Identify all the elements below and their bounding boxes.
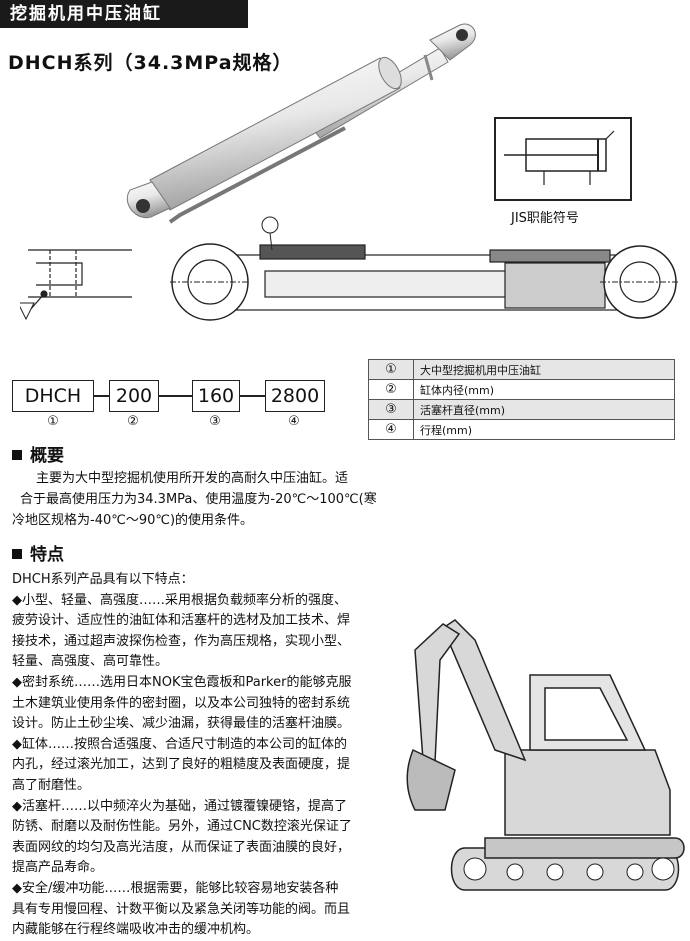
feature-line: 防锈、耐磨以及耐伤性能。另外，通过CNC数控滚光保证了 bbox=[12, 819, 352, 835]
model-code-legend-table: ① 大中型挖掘机用中压油缸 ② 缸体内径(mm) ③ 活塞杆直径(mm) ④ 行… bbox=[368, 359, 675, 440]
series-title: DHCH系列（34.3MPa规格） bbox=[8, 52, 293, 74]
model-box-bore: 200 bbox=[109, 380, 159, 412]
model-box-rod: 160 bbox=[192, 380, 240, 412]
legend-num: ① bbox=[368, 359, 414, 380]
legend-label: 缸体内径(mm) bbox=[413, 379, 675, 400]
legend-num: ② bbox=[368, 379, 414, 400]
jis-caption: JIS职能符号 bbox=[511, 211, 579, 226]
table-row: ② 缸体内径(mm) bbox=[368, 379, 675, 400]
page-header-bar: 挖掘机用中压油缸 bbox=[0, 0, 248, 28]
model-number-4: ④ bbox=[288, 414, 300, 429]
legend-num: ④ bbox=[368, 419, 414, 440]
overview-line: 合于最高使用压力为34.3MPa、使用温度为-20℃～100℃(寒 bbox=[20, 492, 377, 507]
feature-line: ◆小型、轻量、高强度……采用根据负载频率分析的强度、 bbox=[12, 592, 347, 608]
feature-line: ◆安全/缓冲功能……根据需要，能够比较容易地安装各种 bbox=[12, 880, 339, 896]
feature-line: ◆缸体……按照合适强度、合适尺寸制造的本公司的缸体的 bbox=[12, 736, 347, 752]
overview-text: 主要为大中型挖掘机使用所开发的高耐久中压油缸。适 合于最高使用压力为34.3MP… bbox=[12, 468, 682, 531]
model-box-series: DHCH bbox=[12, 380, 94, 412]
excavator-illustration bbox=[406, 619, 685, 891]
features-heading-text: 特点 bbox=[30, 545, 64, 565]
features-heading: 特点 bbox=[12, 540, 64, 565]
legend-num: ③ bbox=[368, 399, 414, 420]
legend-label: 行程(mm) bbox=[413, 419, 675, 440]
feature-line: 内孔，经过滚光加工，达到了良好的粗糙度及表面硬度，提 bbox=[12, 757, 351, 773]
feature-line: ◆密封系统……选用日本NOK宝色霞板和Parker的能够克服 bbox=[12, 674, 352, 690]
feature-line: 高了耐磨性。 bbox=[12, 777, 91, 793]
model-number-1: ① bbox=[47, 414, 59, 429]
jis-symbol-diagram bbox=[494, 117, 632, 201]
legend-label: 大中型挖掘机用中压油缸 bbox=[413, 359, 675, 380]
heading-square-icon bbox=[12, 450, 22, 460]
legend-label: 活塞杆直径(mm) bbox=[413, 399, 675, 420]
feature-line: 内藏能够在行程终端吸收冲击的缓冲机构。 bbox=[12, 922, 260, 938]
overview-heading: 概要 bbox=[12, 441, 64, 466]
table-row: ③ 活塞杆直径(mm) bbox=[368, 399, 675, 420]
overview-line: 冷地区规格为-40℃～90℃)的使用条件。 bbox=[12, 513, 254, 528]
features-text: DHCH系列产品具有以下特点： ◆小型、轻量、高强度……采用根据负载频率分析的强… bbox=[12, 570, 374, 941]
cylinder-section-drawing bbox=[20, 216, 680, 321]
feature-line: 土木建筑业使用条件的密封圈，以及本公司独特的密封系统 bbox=[12, 695, 351, 711]
feature-line: 提高产品寿命。 bbox=[12, 860, 104, 876]
heading-square-icon bbox=[12, 549, 22, 559]
model-connector bbox=[158, 395, 192, 397]
model-box-stroke: 2800 bbox=[265, 380, 325, 412]
feature-line: 表面网纹的均匀及高光洁度，从而保证了表面油膜的良好， bbox=[12, 839, 351, 855]
feature-line: 轻量、高强度、高可靠性。 bbox=[12, 654, 169, 670]
header-title: 挖掘机用中压油缸 bbox=[10, 4, 162, 24]
model-number-2: ② bbox=[127, 414, 139, 429]
cylinder-illustration bbox=[126, 23, 476, 224]
feature-line: 具有专用慢回程、计数平衡以及紧急关闭等功能的阀。而且 bbox=[12, 901, 351, 917]
feature-line: 接技术，通过超声波探伤检查，作为高压规格，实现小型、 bbox=[12, 633, 351, 649]
table-row: ① 大中型挖掘机用中压油缸 bbox=[368, 359, 675, 380]
model-connector bbox=[239, 395, 265, 397]
table-row: ④ 行程(mm) bbox=[368, 419, 675, 440]
overview-heading-text: 概要 bbox=[30, 446, 64, 466]
feature-line: ◆活塞杆……以中频淬火为基础，通过镀覆镍硬铬，提高了 bbox=[12, 798, 347, 814]
feature-line: 疲劳设计、适应性的油缸体和活塞杆的选材及加工技术、焊 bbox=[12, 613, 351, 629]
model-number-3: ③ bbox=[209, 414, 221, 429]
feature-line: 设计。防止土砂尘埃、减少油漏，获得最佳的活塞杆油膜。 bbox=[12, 716, 351, 732]
model-connector bbox=[93, 395, 109, 397]
overview-line: 主要为大中型挖掘机使用所开发的高耐久中压油缸。适 bbox=[36, 471, 349, 486]
feature-line: DHCH系列产品具有以下特点： bbox=[12, 572, 194, 587]
